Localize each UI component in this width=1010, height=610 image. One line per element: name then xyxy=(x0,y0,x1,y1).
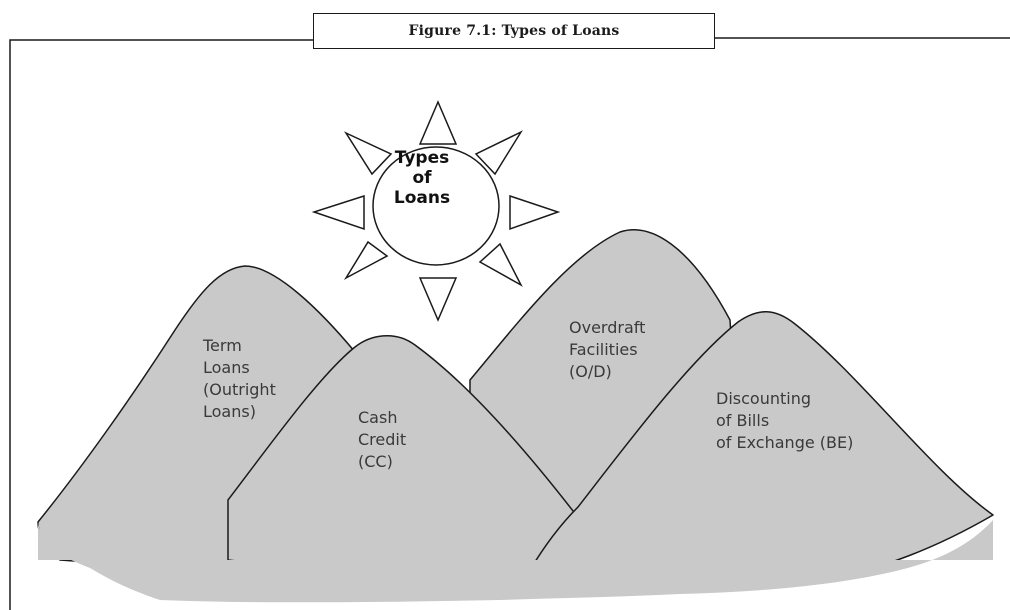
frame-border xyxy=(9,39,313,610)
mountain-label-line: (Outright xyxy=(203,380,276,399)
sun-label-line: of xyxy=(412,168,432,188)
sun-ray-bottom-left xyxy=(343,240,389,280)
sun-ray-bottom xyxy=(418,277,458,322)
sun-ray-left xyxy=(311,194,365,231)
figure-caption: Figure 7.1: Types of Loans xyxy=(408,23,620,39)
sun-ray-top xyxy=(418,100,458,145)
sun-ray-bottom-right xyxy=(478,242,523,287)
mountain-label-term-loans: Term Loans (Outright Loans) xyxy=(203,335,276,423)
sun-rays xyxy=(311,100,561,322)
mountain-label-discounting: Discounting of Bills of Exchange (BE) xyxy=(716,388,853,454)
mountain-label-line: (O/D) xyxy=(569,362,612,381)
figure-caption-box: Figure 7.1: Types of Loans xyxy=(313,13,715,49)
mountain-label-line: Credit xyxy=(358,430,407,449)
sun-ray-top-right xyxy=(474,130,524,176)
mountain-base xyxy=(38,520,993,603)
mountain-label-line: Loans) xyxy=(203,402,256,421)
mountain-label-line: Facilities xyxy=(569,340,638,359)
mountain-label-line: Overdraft xyxy=(569,318,646,337)
sun-label-line: Types xyxy=(394,148,450,168)
sun-label-line: Loans xyxy=(393,188,451,208)
mountain-label-line: Term xyxy=(203,336,242,355)
mountain-label-overdraft: Overdraft Facilities (O/D) xyxy=(569,317,645,383)
sun-circle xyxy=(372,146,500,266)
mountains xyxy=(37,229,994,588)
mountain-label-line: (CC) xyxy=(358,452,393,471)
mountain-label-line: of Exchange (BE) xyxy=(716,433,854,452)
mountain-label-line: Cash xyxy=(358,408,398,427)
mountain-label-line: Discounting xyxy=(716,389,811,408)
sun-ray-right xyxy=(509,194,561,231)
mountain-label-cash-credit: Cash Credit (CC) xyxy=(358,407,406,473)
sun-label: Types of Loans xyxy=(373,148,471,208)
mountain-label-line: Loans xyxy=(203,358,250,377)
sun-ray-top-left xyxy=(343,131,393,176)
mountain-label-line: of Bills xyxy=(716,411,770,430)
